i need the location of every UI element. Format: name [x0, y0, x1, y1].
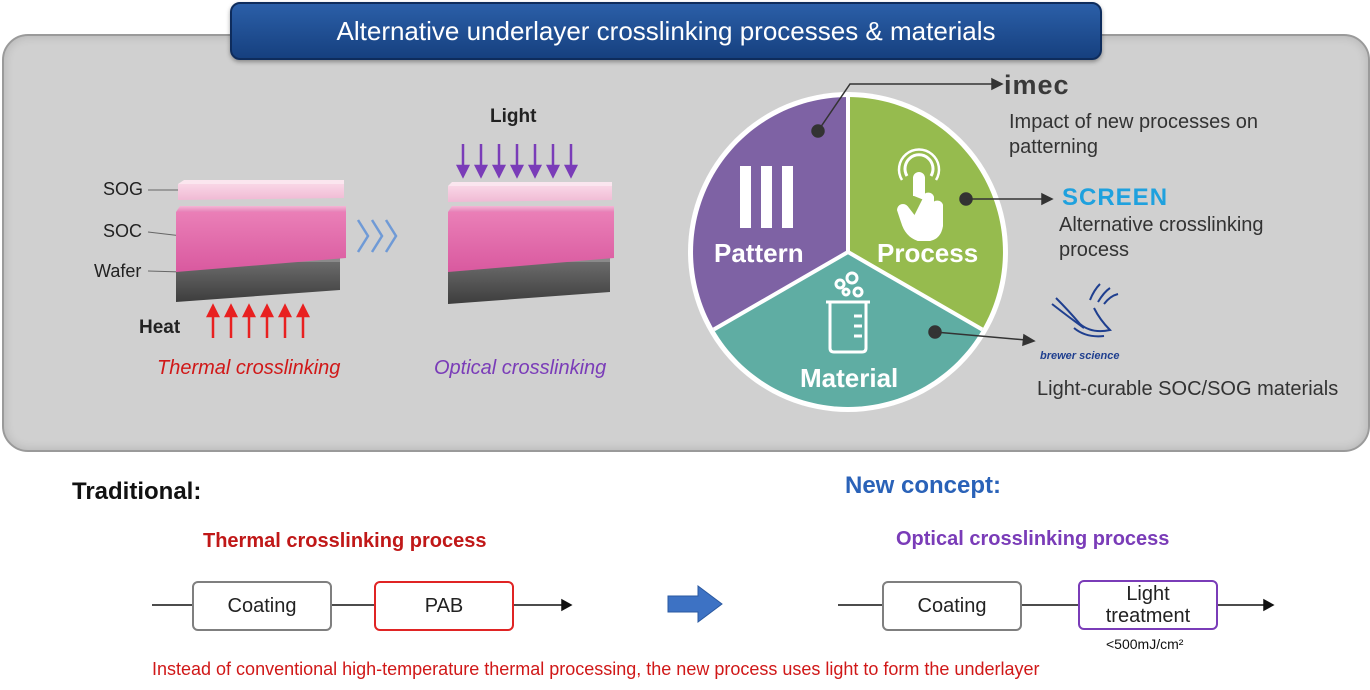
wheel-label-process: Process	[877, 238, 979, 268]
thermal-stack	[176, 180, 346, 302]
brewer-science-description: Light-curable SOC/SOG materials	[1037, 378, 1339, 400]
light-label: Light	[490, 106, 537, 127]
pattern-bars-icon	[740, 166, 793, 228]
brewer-science-logo	[1051, 283, 1119, 338]
screen-description: Alternative crosslinking process	[1059, 214, 1264, 261]
brewer-science-wordmark: brewer science	[1040, 350, 1120, 362]
imec-description: Impact of new processes on patterning	[1009, 111, 1259, 158]
imec-logo: imec	[1004, 70, 1070, 100]
heat-label: Heat	[139, 317, 181, 338]
arrow-right-icon	[667, 585, 723, 623]
step-coating-new: Coating	[882, 581, 1022, 631]
heat-arrows-icon	[205, 303, 311, 338]
wheel-label-pattern: Pattern	[714, 238, 804, 268]
screen-logo: SCREEN	[1062, 184, 1169, 211]
chevron-right-icon	[356, 219, 398, 253]
light-arrows-icon	[455, 144, 579, 179]
wheel-segment-material	[713, 252, 983, 407]
layer-label-soc: SOC	[103, 221, 143, 241]
layer-label-wafer: Wafer	[94, 261, 142, 281]
new-concept-subheading: Optical crosslinking process	[896, 528, 1170, 550]
optical-caption: Optical crosslinking	[434, 357, 607, 379]
optical-stack	[448, 182, 614, 304]
layer-label-sog: SOG	[103, 179, 144, 199]
dose-note: <500mJ/cm²	[1106, 636, 1184, 652]
step-coating-traditional: Coating	[192, 581, 332, 631]
step-light-treatment: Light treatment	[1078, 580, 1218, 630]
traditional-subheading: Thermal crosslinking process	[203, 530, 487, 552]
new-concept-heading: New concept:	[845, 472, 1002, 499]
touch-hand-icon	[896, 148, 943, 241]
thermal-caption: Thermal crosslinking	[157, 357, 341, 379]
page-title: Alternative underlayer crosslinking proc…	[230, 2, 1102, 60]
footer-note: Instead of conventional high-temperature…	[152, 659, 1040, 679]
traditional-heading: Traditional:	[72, 478, 202, 505]
wheel-label-material: Material	[800, 363, 899, 393]
beaker-icon	[826, 271, 870, 354]
step-pab: PAB	[374, 581, 514, 631]
